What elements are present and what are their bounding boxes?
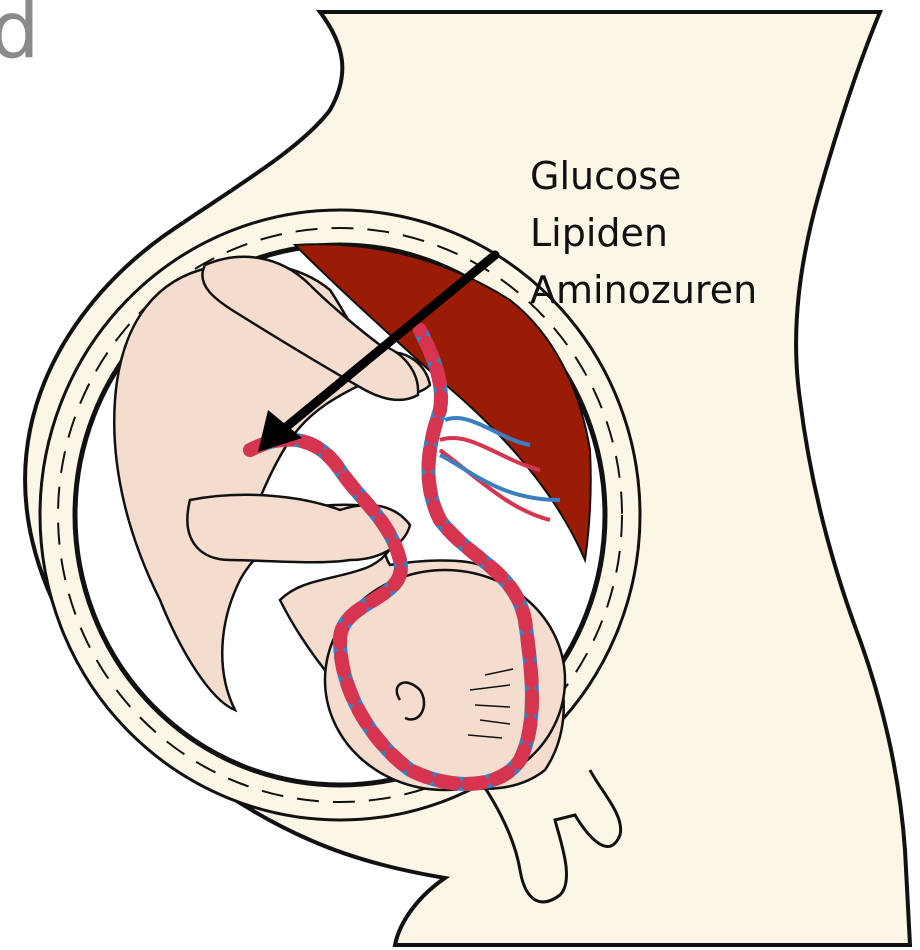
nutrient-labels: Glucose Lipiden Aminozuren: [530, 148, 757, 319]
label-aminozuren: Aminozuren: [530, 262, 757, 319]
label-glucose: Glucose: [530, 148, 757, 205]
label-lipiden: Lipiden: [530, 205, 757, 262]
